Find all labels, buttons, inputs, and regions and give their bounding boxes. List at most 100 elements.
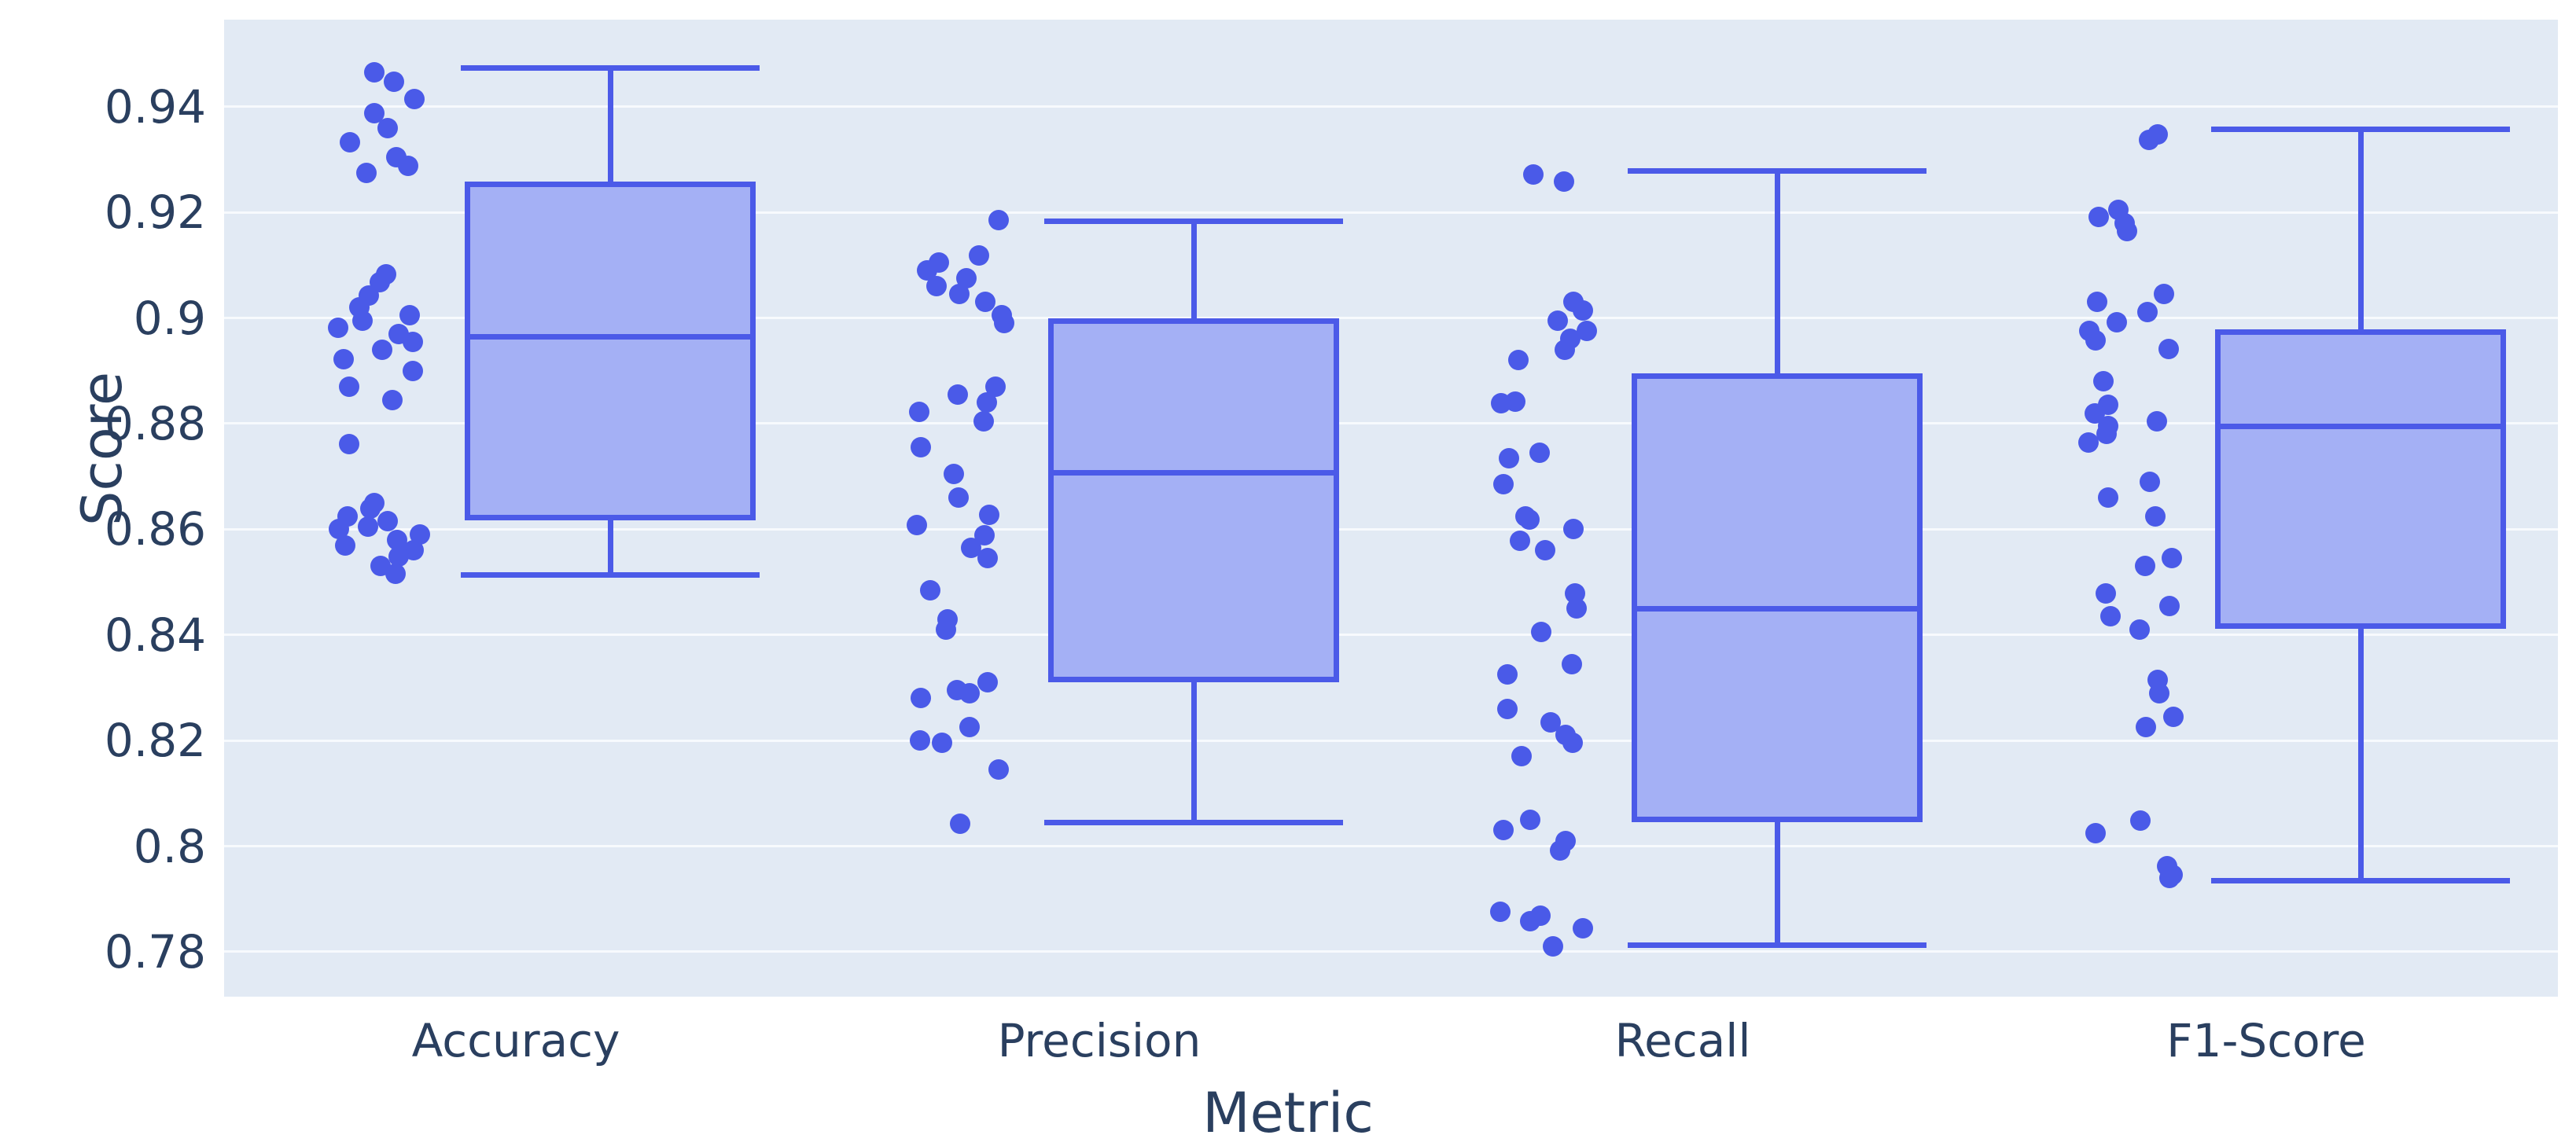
box-iqr[interactable] <box>1632 373 1923 823</box>
scatter-point <box>910 688 931 709</box>
box-group[interactable] <box>224 20 2558 997</box>
scatter-point <box>360 498 381 519</box>
scatter-point <box>1535 540 1556 561</box>
scatter-point <box>1562 519 1584 540</box>
scatter-point <box>1498 447 1519 468</box>
scatter-point <box>2162 706 2184 727</box>
scatter-point <box>959 682 981 703</box>
scatter-point <box>994 313 1015 334</box>
scatter-point <box>1519 809 1540 830</box>
x-axis-tick-label: Precision <box>997 1014 1202 1067</box>
scatter-point <box>388 546 410 567</box>
y-axis-tick-label: 0.94 <box>104 79 206 134</box>
scatter-point <box>338 376 359 397</box>
y-axis-tick-label: 0.92 <box>104 185 206 240</box>
scatter-point <box>2085 329 2106 351</box>
scatter-point <box>2159 595 2180 616</box>
box-group[interactable] <box>224 20 2558 997</box>
scatter-point <box>2138 129 2159 150</box>
scatter-point <box>910 730 931 751</box>
scatter-point <box>335 534 356 556</box>
whisker-cap-upper <box>461 65 760 72</box>
scatter-point <box>363 62 385 83</box>
scatter-point <box>908 402 929 423</box>
scatter-point <box>339 131 360 152</box>
scatter-point <box>907 515 928 535</box>
scatter-point <box>1508 350 1529 371</box>
scatter-point <box>2106 311 2127 332</box>
whisker-cap-upper <box>1628 168 1926 174</box>
box-iqr[interactable] <box>2215 329 2506 629</box>
scatter-point <box>936 619 957 641</box>
scatter-point <box>381 389 403 410</box>
scatter-point <box>978 504 999 525</box>
gridline <box>224 317 2558 320</box>
gridline <box>224 950 2558 953</box>
scatter-point <box>2154 284 2175 305</box>
whisker-lower <box>1190 681 1197 823</box>
scatter-point <box>377 511 399 532</box>
scatter-point <box>2140 471 2161 492</box>
scatter-point <box>1497 698 1518 719</box>
median-line <box>2215 423 2506 429</box>
scatter-point <box>333 349 354 370</box>
scatter-point <box>2117 220 2138 241</box>
scatter-point <box>947 384 968 406</box>
scatter-point <box>357 516 378 538</box>
box-iqr[interactable] <box>1048 318 1339 682</box>
box-iqr[interactable] <box>465 181 756 520</box>
scatter-point <box>1553 171 1574 193</box>
scatter-point <box>1509 531 1530 552</box>
scatter-point <box>1492 820 1514 841</box>
scatter-point <box>977 672 999 693</box>
y-axis-tick-label: 0.78 <box>104 924 206 979</box>
scatter-point <box>2095 583 2116 604</box>
scatter-point <box>352 310 374 331</box>
scatter-point <box>2158 338 2179 359</box>
scatter-point <box>1522 163 1544 185</box>
scatter-point <box>1562 653 1583 674</box>
scatter-point <box>2078 432 2099 453</box>
scatter-point <box>2092 371 2114 392</box>
whisker-cap-lower <box>1628 942 1926 949</box>
scatter-point <box>943 463 964 484</box>
y-axis-tick-label: 0.8 <box>133 819 206 873</box>
gridline <box>224 634 2558 637</box>
scatter-point <box>2087 292 2108 313</box>
box-group[interactable] <box>224 20 2558 997</box>
y-axis-tick-label: 0.82 <box>104 714 206 768</box>
scatter-point <box>1529 442 1550 463</box>
scatter-point <box>975 292 996 313</box>
whisker-cap-upper <box>2211 126 2510 132</box>
scatter-point <box>398 156 419 177</box>
scatter-point <box>2097 487 2118 509</box>
scatter-point <box>2085 822 2107 843</box>
scatter-point <box>950 814 971 835</box>
scatter-point <box>2145 505 2166 527</box>
scatter-point <box>372 339 393 360</box>
y-axis-tick-label: 0.86 <box>104 502 206 556</box>
median-line <box>1048 469 1339 476</box>
scatter-point <box>1555 339 1575 360</box>
scatter-point <box>1530 622 1551 643</box>
x-axis-title: Metric <box>1202 1081 1374 1145</box>
whisker-lower <box>607 520 613 575</box>
scatter-point <box>1562 733 1583 754</box>
scatter-point <box>404 89 425 110</box>
scatter-point <box>338 433 359 454</box>
scatter-point <box>402 331 423 352</box>
scatter-point <box>1492 474 1514 495</box>
scatter-point <box>399 305 420 326</box>
gridline <box>224 527 2558 531</box>
whisker-upper <box>1190 221 1197 318</box>
scatter-point <box>2159 867 2180 888</box>
scatter-point <box>356 162 377 183</box>
scatter-point <box>1547 310 1569 331</box>
gridline <box>224 845 2558 847</box>
scatter-point <box>2100 606 2122 627</box>
scatter-point <box>1542 936 1563 957</box>
box-group[interactable] <box>224 20 2558 997</box>
scatter-point <box>2136 301 2158 322</box>
scatter-point <box>2129 619 2150 641</box>
